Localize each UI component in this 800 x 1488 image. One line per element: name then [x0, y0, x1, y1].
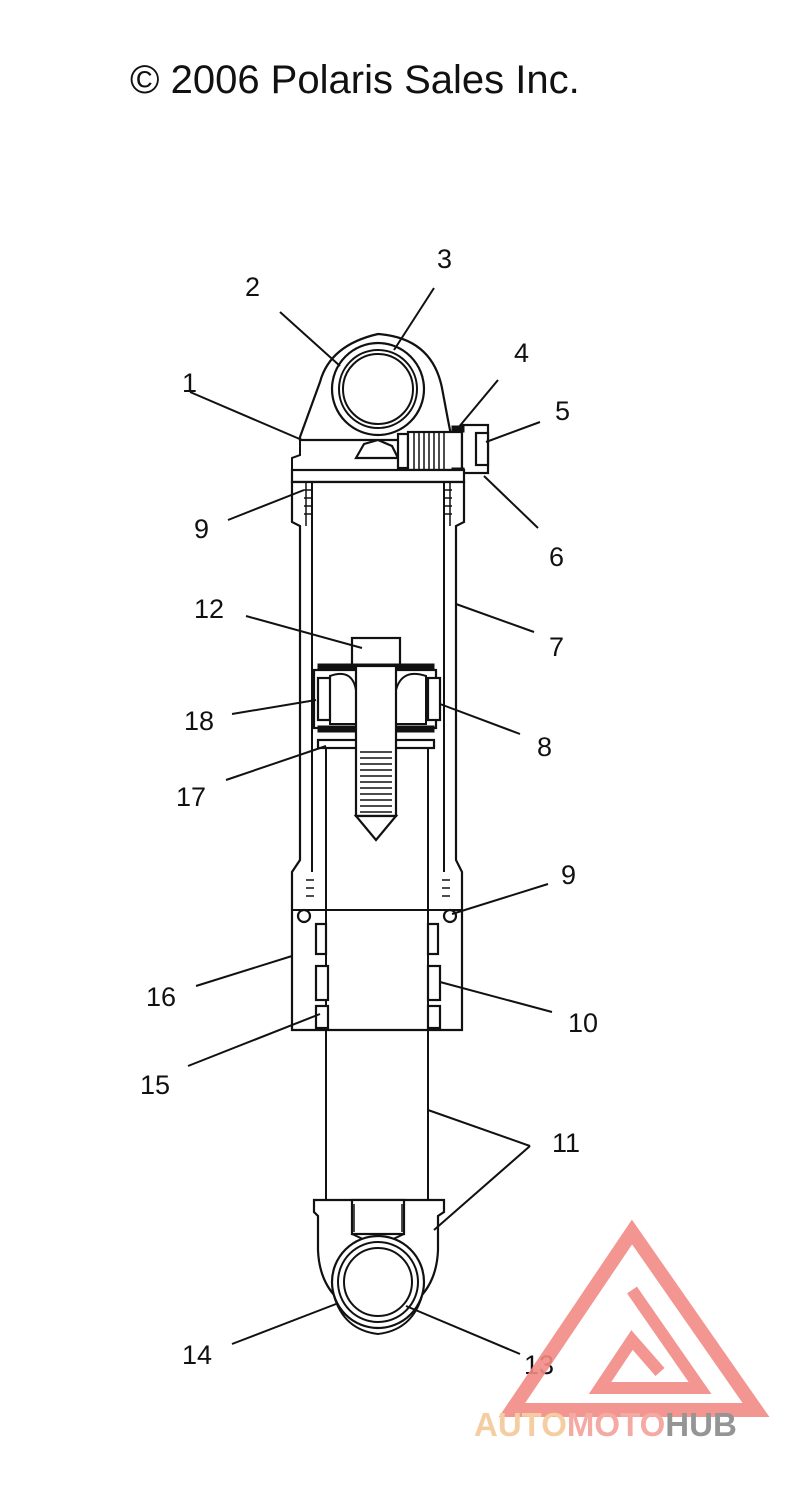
- callout-2: 2: [245, 272, 260, 302]
- callout-16: 16: [146, 982, 176, 1012]
- piston-assembly: [312, 636, 442, 1030]
- watermark-text-moto: MOTO: [567, 1406, 665, 1443]
- callout-6: 6: [549, 542, 564, 572]
- leader-lines: [187, 287, 553, 1355]
- callout-12: 12: [194, 594, 224, 624]
- callout-4: 4: [514, 338, 529, 368]
- callout-15: 15: [140, 1070, 170, 1100]
- callout-8: 8: [537, 732, 552, 762]
- callout-11: 11: [552, 1128, 580, 1158]
- valve-threads: [413, 432, 445, 470]
- watermark-triangle-inner: [588, 1286, 712, 1394]
- callout-17: 17: [176, 782, 206, 812]
- callout-10: 10: [568, 1008, 598, 1038]
- watermark-text-hub: HUB: [665, 1406, 737, 1443]
- callout-9-top: 9: [194, 514, 209, 544]
- seal-head: [292, 908, 462, 1030]
- rod-threads: [360, 751, 392, 813]
- callout-14: 14: [182, 1340, 212, 1370]
- callout-9-bottom: 9: [561, 860, 576, 890]
- shaft: [325, 1030, 429, 1200]
- top-eye-head: [291, 332, 454, 470]
- automotohub-watermark: AUTOMOTOHUB: [474, 1219, 770, 1443]
- top-cap-plate: [290, 468, 466, 484]
- callout-7: 7: [549, 632, 564, 662]
- bottom-eye: [312, 1198, 446, 1336]
- watermark-text: AUTOMOTOHUB: [474, 1406, 737, 1443]
- reservoir-valve: [354, 423, 490, 475]
- copyright-notice: © 2006 Polaris Sales Inc.: [130, 58, 580, 102]
- callout-18: 18: [184, 706, 214, 736]
- watermark-text-auto: AUTO: [474, 1406, 567, 1443]
- callout-5: 5: [555, 396, 570, 426]
- watermark-triangle-outer: [498, 1219, 770, 1417]
- callout-3: 3: [437, 244, 452, 274]
- callout-labels: 1 2 3 4 5 6 7 8 9 9 10 11 12 13 14 15 16…: [140, 244, 598, 1380]
- callout-1: 1: [182, 368, 197, 398]
